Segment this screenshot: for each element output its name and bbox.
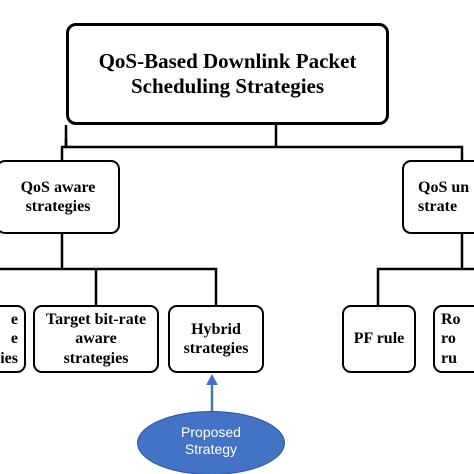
partial-right-rule-label: Ro ro ru: [441, 311, 461, 367]
qos-unaware-label: QoS un strate: [418, 178, 470, 215]
root-node-label: QoS-Based Downlink Packet Scheduling Str…: [98, 48, 357, 98]
root-node-box: QoS-Based Downlink Packet Scheduling Str…: [66, 23, 389, 125]
partial-right-rule-box: Ro ro ru: [433, 305, 474, 373]
target-bitrate-label: Target bit-rate aware strategies: [45, 311, 147, 367]
partial-left-strategy-box: e e ies: [0, 305, 26, 373]
arrow-head: [206, 374, 218, 385]
connector-qos-unaware-bus: [376, 267, 474, 305]
partial-left-strategy-label: e e ies: [0, 311, 18, 367]
connector-root-horizontal: [66, 145, 464, 160]
qos-unaware-strategies-box: QoS un strate: [402, 160, 474, 234]
pf-rule-label: PF rule: [353, 330, 405, 348]
qos-aware-label: QoS aware strategies: [20, 178, 96, 215]
proposed-strategy-ellipse: Proposed Strategy: [137, 411, 285, 474]
proposed-strategy-label: Proposed Strategy: [181, 423, 241, 458]
connector-qos-aware-bus: [0, 267, 218, 305]
hybrid-label: Hybrid strategies: [183, 320, 249, 357]
target-bitrate-strategies-box: Target bit-rate aware strategies: [33, 305, 159, 373]
pf-rule-box: PF rule: [342, 305, 416, 373]
hybrid-strategies-box: Hybrid strategies: [168, 305, 264, 373]
qos-aware-strategies-box: QoS aware strategies: [0, 160, 120, 234]
